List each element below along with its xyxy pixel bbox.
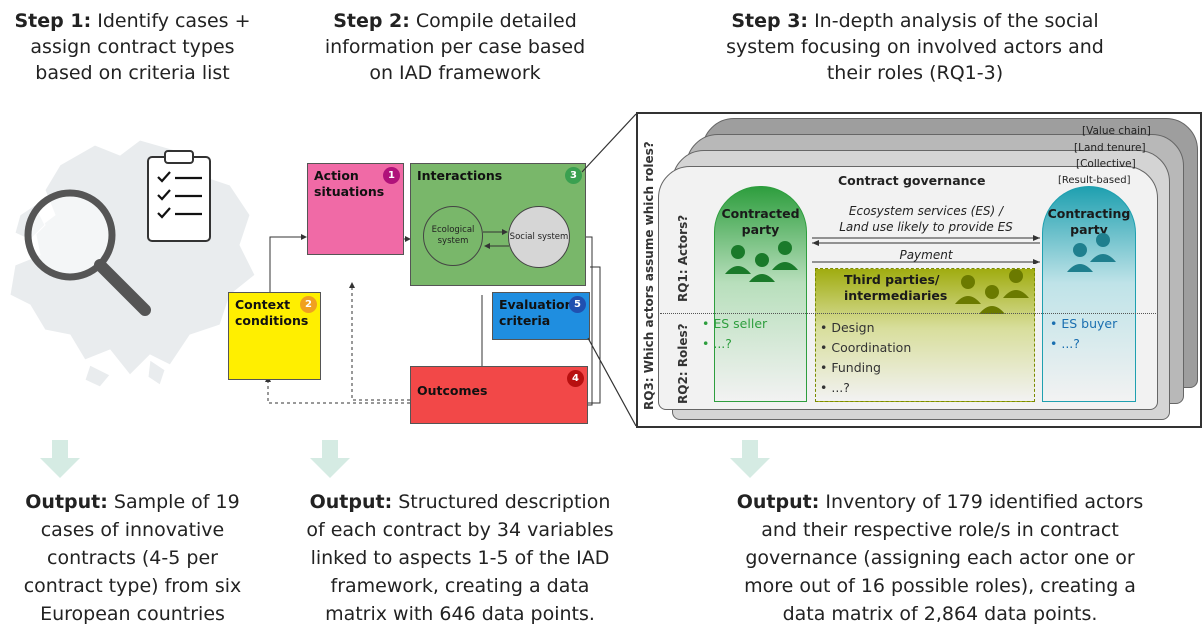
- interaction-arrows: [483, 229, 509, 249]
- step3-line3: their roles (RQ1-3): [826, 62, 1004, 84]
- output2-line5: matrix with 646 data points.: [325, 603, 595, 625]
- output1-line4: contract type) from six: [23, 575, 242, 597]
- third-parties-actors-icon: [955, 269, 1029, 314]
- number-badge-4: 4: [567, 370, 584, 387]
- outcomes-label: Outcomes: [417, 383, 488, 398]
- rq-divider: [660, 313, 1156, 314]
- role-funding: Funding: [820, 358, 911, 378]
- seller-roles-list: ES seller ...?: [702, 314, 767, 354]
- buyer-roles-list: ES buyer ...?: [1050, 314, 1117, 354]
- es-flow-label: Ecosystem services (ES) / Land use likel…: [810, 203, 1042, 235]
- magnifier-icon: [24, 189, 151, 316]
- role-coordination: Coordination: [820, 338, 911, 358]
- output1-line1: Sample of 19: [107, 491, 240, 513]
- step2-title: Step 2:: [333, 10, 410, 32]
- contracting-party-text: Contracting party: [1047, 206, 1131, 237]
- step3-heading: Step 3: In-depth analysis of the social …: [680, 8, 1150, 86]
- contracted-party-text: Contracted party: [721, 206, 800, 237]
- step1-line3: based on criteria list: [35, 62, 230, 84]
- third-roles-list: Design Coordination Funding ...?: [820, 318, 911, 398]
- role-seller-other: ...?: [702, 334, 767, 354]
- step3-title: Step 3:: [731, 10, 809, 32]
- layer-tag-value-chain: [Value chain]: [1082, 125, 1151, 137]
- europe-map-illustration: [9, 139, 256, 388]
- contract-governance-title: Contract governance: [838, 173, 986, 188]
- output2-line4: framework, creating a data: [330, 575, 590, 597]
- governance-panel: [Value chain] [Land tenure] [Collective]…: [636, 112, 1202, 428]
- output3-line3: governance (assigning each actor one or: [745, 547, 1135, 569]
- role-es-seller: ES seller: [702, 314, 767, 334]
- contracting-party-label: Contracting party: [1042, 206, 1136, 238]
- output3-line2: and their respective role/s in contract: [761, 519, 1119, 541]
- interactions-label: Interactions: [417, 168, 503, 183]
- layer-tag-collective: [Collective]: [1076, 158, 1136, 170]
- step1-line1: Identify cases +: [91, 10, 251, 32]
- step2-line2: information per case based: [324, 36, 586, 58]
- layer-tag-land-tenure: [Land tenure]: [1074, 142, 1146, 154]
- third-parties-line1: Third parties/: [844, 272, 940, 287]
- role-es-buyer: ES buyer: [1050, 314, 1117, 334]
- flow-arrows: [812, 235, 1040, 264]
- step3-line1: In-depth analysis of the social: [808, 10, 1099, 32]
- number-badge-1: 1: [383, 167, 400, 184]
- contracting-party-arch: [1042, 186, 1136, 402]
- output3-line4: more out of 16 possible roles), creating…: [744, 575, 1136, 597]
- evaluation-criteria-label: Evaluation criteria: [499, 297, 574, 328]
- step2-heading: Step 2: Compile detailed information per…: [300, 8, 610, 86]
- down-arrow-icon-1: [40, 440, 80, 478]
- payment-label: Payment: [899, 248, 953, 262]
- contracting-actors-icon: [1067, 233, 1116, 272]
- rq1-label: RQ1: Actors?: [676, 214, 690, 302]
- contracted-actors-icon: [725, 241, 798, 282]
- ecological-system-circle: Ecological system: [423, 206, 483, 266]
- number-badge-3: 3: [565, 167, 582, 184]
- clipboard-icon: [147, 150, 211, 242]
- rq2-label: RQ2: Roles?: [676, 323, 690, 404]
- step1-heading: Step 1: Identify cases + assign contract…: [0, 8, 265, 86]
- step3-line2: system focusing on involved actors and: [726, 36, 1104, 58]
- output-2: Output: Structured description of each c…: [280, 488, 640, 628]
- outcomes-box: Outcomes 4: [410, 366, 588, 424]
- interactions-box: Interactions 3 Ecological system Social …: [410, 163, 586, 286]
- down-arrow-icon-2: [310, 440, 350, 478]
- role-third-other: ...?: [820, 378, 911, 398]
- output1-line3: contracts (4-5 per: [47, 547, 218, 569]
- contracted-party-label: Contracted party: [714, 206, 807, 238]
- action-situations-box: Action situations 1: [307, 163, 404, 255]
- role-buyer-other: ...?: [1050, 334, 1117, 354]
- rq3-label: RQ3: Which actors assume which roles?: [642, 141, 656, 410]
- role-design: Design: [820, 318, 911, 338]
- es-flow-line2: Land use likely to provide ES: [839, 220, 1013, 234]
- output2-line3: linked to aspects 1-5 of the IAD: [310, 547, 610, 569]
- output1-line2: cases of innovative: [40, 519, 225, 541]
- output2-title: Output:: [309, 491, 393, 513]
- output2-line2: of each contract by 34 variables: [306, 519, 614, 541]
- step1-line2: assign contract types: [30, 36, 235, 58]
- context-conditions-label: Context conditions: [235, 297, 309, 328]
- layer-tag-result-based: [Result-based]: [1058, 175, 1131, 186]
- output3-line1: Inventory of 179 identified actors: [819, 491, 1144, 513]
- third-parties-label: Third parties/ intermediaries: [844, 272, 947, 304]
- output3-line5: data matrix of 2,864 data points.: [782, 603, 1098, 625]
- third-parties-line2: intermediaries: [844, 288, 948, 303]
- social-system-circle: Social system: [508, 206, 570, 268]
- context-conditions-box: Context conditions 2: [228, 292, 321, 380]
- step2-line1: Compile detailed: [409, 10, 577, 32]
- step2-line3: on IAD framework: [369, 62, 541, 84]
- zoom-lines: [581, 113, 637, 427]
- es-flow-line1: Ecosystem services (ES) /: [848, 204, 1004, 218]
- evaluation-criteria-box: Evaluation criteria 5: [492, 292, 590, 340]
- number-badge-5: 5: [569, 296, 586, 313]
- output1-title: Output:: [25, 491, 108, 513]
- down-arrow-icon-3: [730, 440, 770, 478]
- contracted-party-arch: [714, 186, 807, 402]
- output1-line5: European countries: [40, 603, 225, 625]
- output2-line1: Structured description: [392, 491, 611, 513]
- number-badge-2: 2: [300, 296, 317, 313]
- step1-title: Step 1:: [14, 10, 92, 32]
- output-3: Output: Inventory of 179 identified acto…: [690, 488, 1190, 628]
- output3-title: Output:: [736, 491, 820, 513]
- action-situations-label: Action situations: [314, 168, 385, 199]
- output-1: Output: Sample of 19 cases of innovative…: [0, 488, 265, 628]
